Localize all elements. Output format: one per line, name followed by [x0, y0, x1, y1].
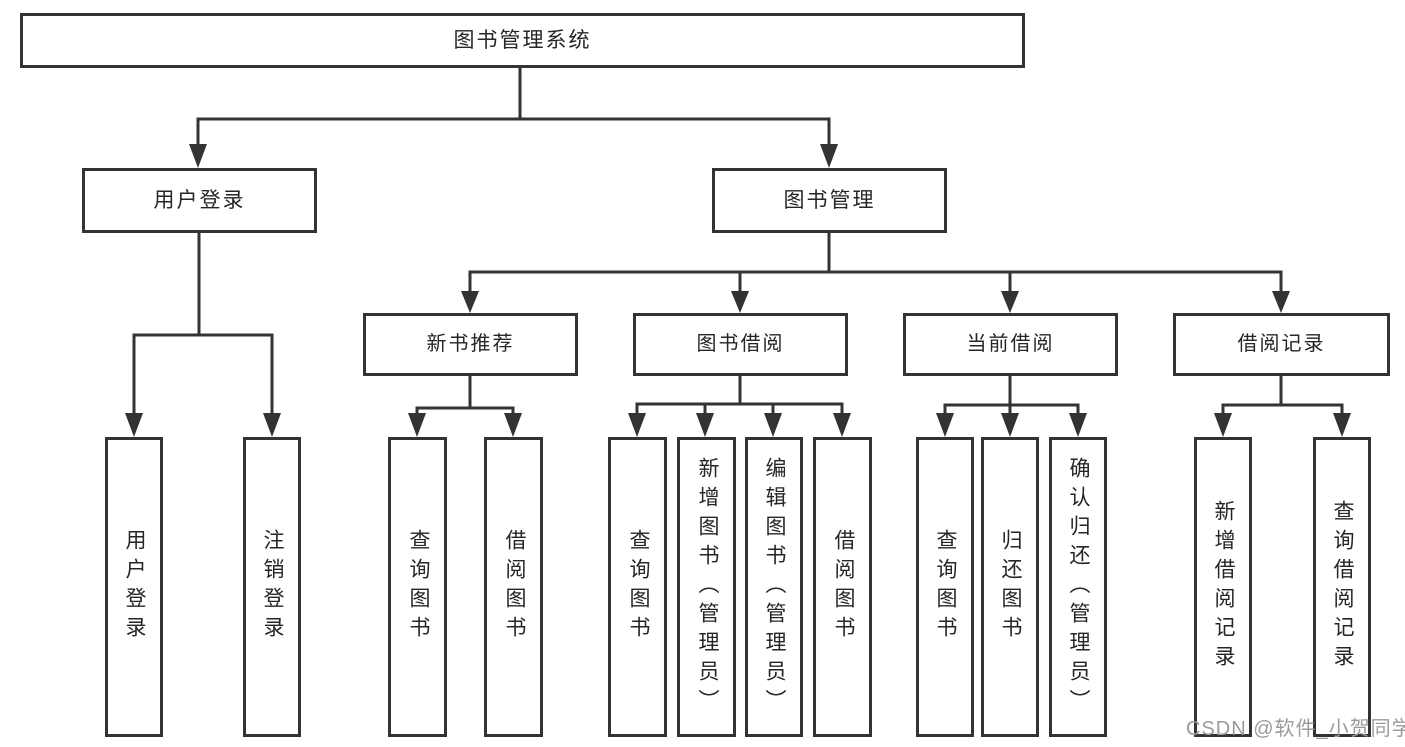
- leaf-query-books-3: 查询图书: [916, 437, 974, 737]
- connector-user-login-branch: [132, 333, 274, 414]
- connector-level3-branch: [468, 270, 1283, 292]
- arrowhead: [189, 144, 207, 168]
- arrowhead: [764, 413, 782, 437]
- arrowhead: [696, 413, 714, 437]
- arrowhead: [461, 291, 479, 313]
- node-new-book-recommend: 新书推荐: [363, 313, 578, 376]
- arrowhead: [1001, 413, 1019, 437]
- leaf-return-books: 归还图书: [981, 437, 1039, 737]
- arrowhead: [1069, 413, 1087, 437]
- node-current-borrow: 当前借阅: [903, 313, 1118, 376]
- connector-level2-branch: [196, 117, 831, 146]
- node-user-login: 用户登录: [82, 168, 317, 233]
- leaf-query-borrow-record: 查询借阅记录: [1313, 437, 1371, 737]
- leaf-add-books-admin: 新增图书（管理员）: [677, 437, 736, 737]
- leaf-edit-books-admin: 编辑图书（管理员）: [745, 437, 803, 737]
- node-book-borrow: 图书借阅: [633, 313, 848, 376]
- arrowhead: [1272, 291, 1290, 313]
- arrowhead: [628, 413, 646, 437]
- arrowhead: [820, 144, 838, 168]
- arrowheads: [125, 144, 1351, 437]
- node-book-management: 图书管理: [712, 168, 947, 233]
- leaf-logout: 注销登录: [243, 437, 301, 737]
- arrowhead: [731, 291, 749, 313]
- arrowhead: [833, 413, 851, 437]
- connector-newbook-branch: [415, 406, 515, 414]
- arrowhead: [1001, 291, 1019, 313]
- leaf-borrow-books-2: 借阅图书: [813, 437, 872, 737]
- leaf-user-login: 用户登录: [105, 437, 163, 737]
- csdn-watermark: CSDN @软件_小贺同学: [1186, 718, 1405, 740]
- connector-borrow-branch: [635, 402, 844, 414]
- arrowhead: [125, 413, 143, 437]
- leaf-borrow-books-1: 借阅图书: [484, 437, 543, 737]
- arrowhead: [408, 413, 426, 437]
- leaf-add-borrow-record: 新增借阅记录: [1194, 437, 1252, 737]
- arrowhead: [263, 413, 281, 437]
- arrowhead: [1333, 413, 1351, 437]
- node-root: 图书管理系统: [20, 13, 1025, 68]
- leaf-query-books-1: 查询图书: [388, 437, 447, 737]
- arrowhead: [504, 413, 522, 437]
- connector-records-branch: [1221, 403, 1344, 414]
- arrowhead: [1214, 413, 1232, 437]
- arrowhead: [936, 413, 954, 437]
- leaf-confirm-return-admin: 确认归还（管理员）: [1049, 437, 1107, 737]
- node-borrow-records: 借阅记录: [1173, 313, 1390, 376]
- leaf-query-books-2: 查询图书: [608, 437, 667, 737]
